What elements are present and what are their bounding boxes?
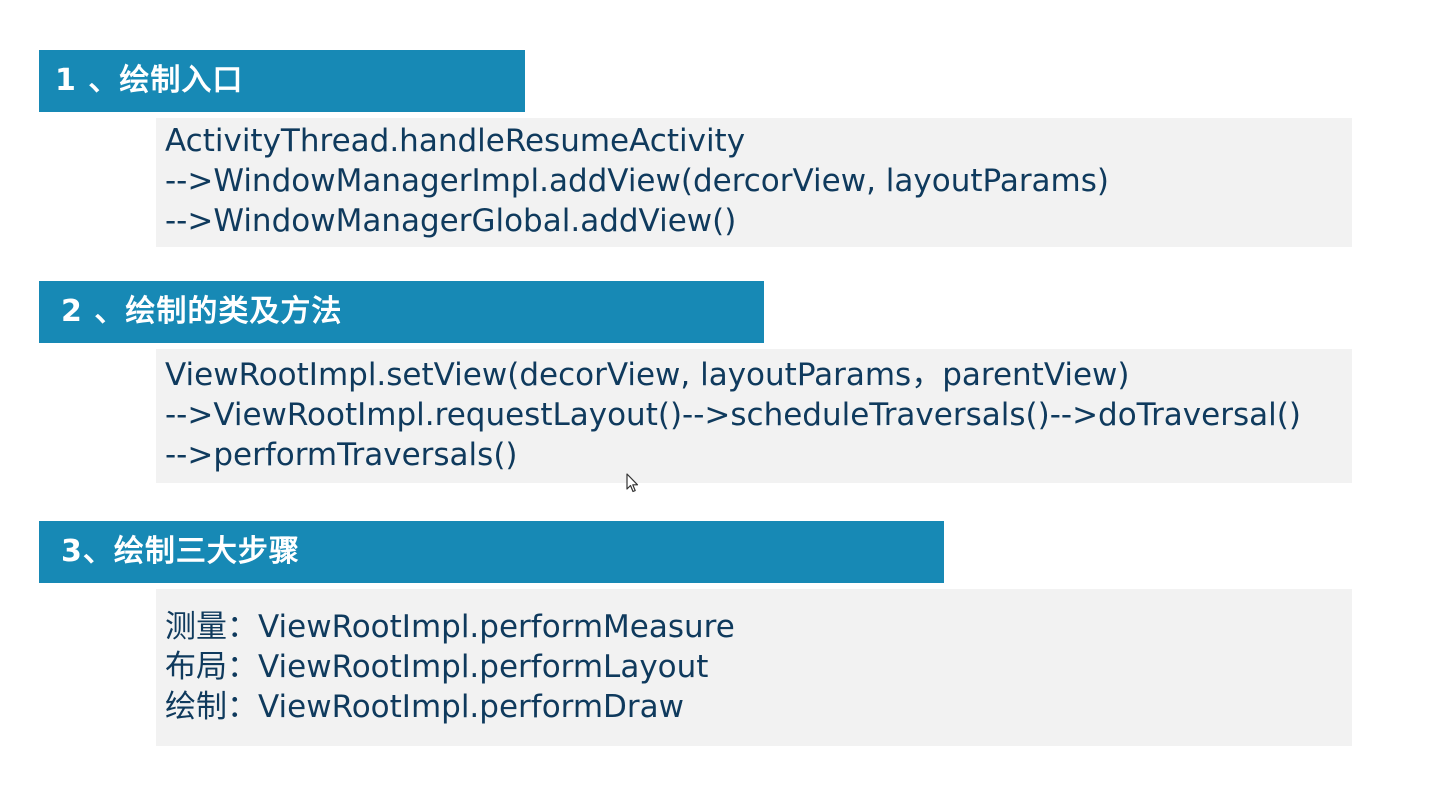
section-3-header: 3、绘制三大步骤 [39,521,944,583]
code-line: 布局：ViewRootImpl.performLayout [165,649,709,685]
code-line: ViewRootImpl.setView(decorView, layoutPa… [165,357,1130,393]
code-line: -->WindowManagerImpl.addView(dercorView,… [165,163,1110,199]
section-3-title: 3、绘制三大步骤 [61,534,300,569]
code-line: -->WindowManagerGlobal.addView() [165,203,737,239]
mouse-pointer-icon [626,473,639,493]
code-line: ActivityThread.handleResumeActivity [165,123,746,159]
section-1-title: 1 、绘制入口 [55,63,244,98]
section-1-code-block: ActivityThread.handleResumeActivity -->W… [156,118,1352,247]
code-line: 测量：ViewRootImpl.performMeasure [165,609,735,645]
code-line: -->performTraversals() [165,437,518,473]
section-1-header: 1 、绘制入口 [39,50,525,112]
section-3-code-block: 测量：ViewRootImpl.performMeasure 布局：ViewRo… [156,589,1352,746]
section-2-title: 2 、绘制的类及方法 [61,294,343,329]
section-2-header: 2 、绘制的类及方法 [39,281,764,343]
code-line: 绘制：ViewRootImpl.performDraw [165,689,685,725]
section-2-code-block: ViewRootImpl.setView(decorView, layoutPa… [156,349,1352,483]
code-line: -->ViewRootImpl.requestLayout()-->schedu… [165,397,1301,433]
